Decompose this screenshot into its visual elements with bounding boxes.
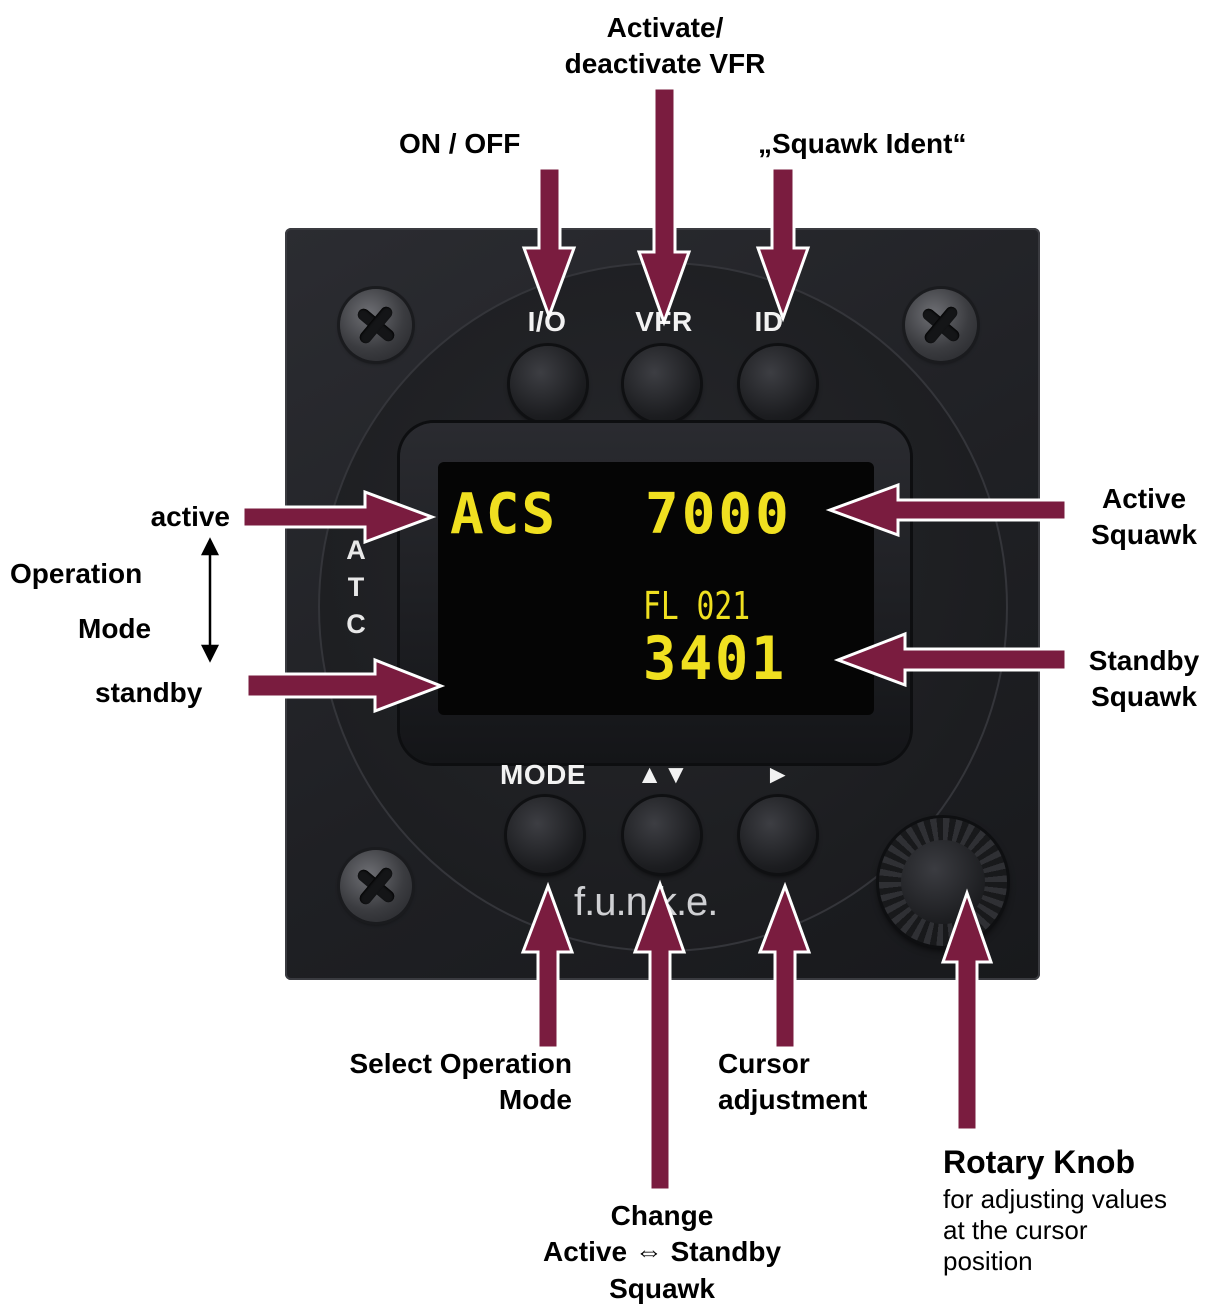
brand-logo: f.u.n.k.e. xyxy=(574,880,718,924)
onoff-button-label: I/O xyxy=(527,306,567,337)
flight-level-readout: FL 021 xyxy=(643,584,751,628)
mode-button-label: MODE xyxy=(500,759,586,790)
ident-button-label: ID xyxy=(754,306,784,337)
swap-button-label: ▲▼ xyxy=(636,759,690,789)
standby-squawk-readout: 3401 xyxy=(643,624,787,694)
annotation-onoff: ON / OFF xyxy=(399,128,521,159)
rotary-knob[interactable] xyxy=(879,818,1007,946)
swap-button[interactable] xyxy=(624,797,700,873)
annotation-standby: standby xyxy=(95,677,203,708)
annotation-standby-squawk: Standby Squawk xyxy=(1088,645,1200,713)
annotation-rotary-knob: Rotary Knob for adjusting values at the … xyxy=(943,1144,1168,1276)
annotation-select-mode: Select Operation Mode xyxy=(349,1048,572,1116)
annotation-active: active xyxy=(150,501,230,532)
annotation-mode: Mode xyxy=(78,613,152,644)
screw-bottom-left-icon xyxy=(340,850,412,922)
annotation-change: Change Active ⇔ Standby Squawk xyxy=(542,1200,782,1304)
vfr-button-label: VFR xyxy=(635,306,693,337)
annotation-active-squawk: Active Squawk xyxy=(1091,483,1197,551)
ident-button[interactable] xyxy=(740,346,816,422)
transponder-display: ACS 7000 FL 021 3401 xyxy=(438,462,874,715)
operation-mode-readout: ACS xyxy=(450,482,558,547)
mode-range-arrow xyxy=(200,537,220,663)
annotation-vfr: Activate/ deactivate VFR xyxy=(564,12,766,80)
screw-top-left-icon xyxy=(340,289,412,361)
cursor-button-label: ► xyxy=(764,759,792,789)
cursor-button[interactable] xyxy=(740,797,816,873)
annotation-ident: „Squawk Ident“ xyxy=(758,128,967,159)
vfr-button[interactable] xyxy=(624,346,700,422)
atc-side-label: A T C xyxy=(341,532,371,643)
annotation-operation: Operation xyxy=(10,558,143,589)
mode-button[interactable] xyxy=(507,797,583,873)
onoff-button[interactable] xyxy=(510,346,586,422)
active-squawk-readout: 7000 xyxy=(645,482,792,547)
side-letter-c: C xyxy=(346,609,366,639)
side-letter-t: T xyxy=(347,572,365,602)
side-letter-a: A xyxy=(346,535,366,565)
annotation-cursor: Cursor adjustment xyxy=(718,1048,868,1116)
screw-top-right-icon xyxy=(905,289,977,361)
